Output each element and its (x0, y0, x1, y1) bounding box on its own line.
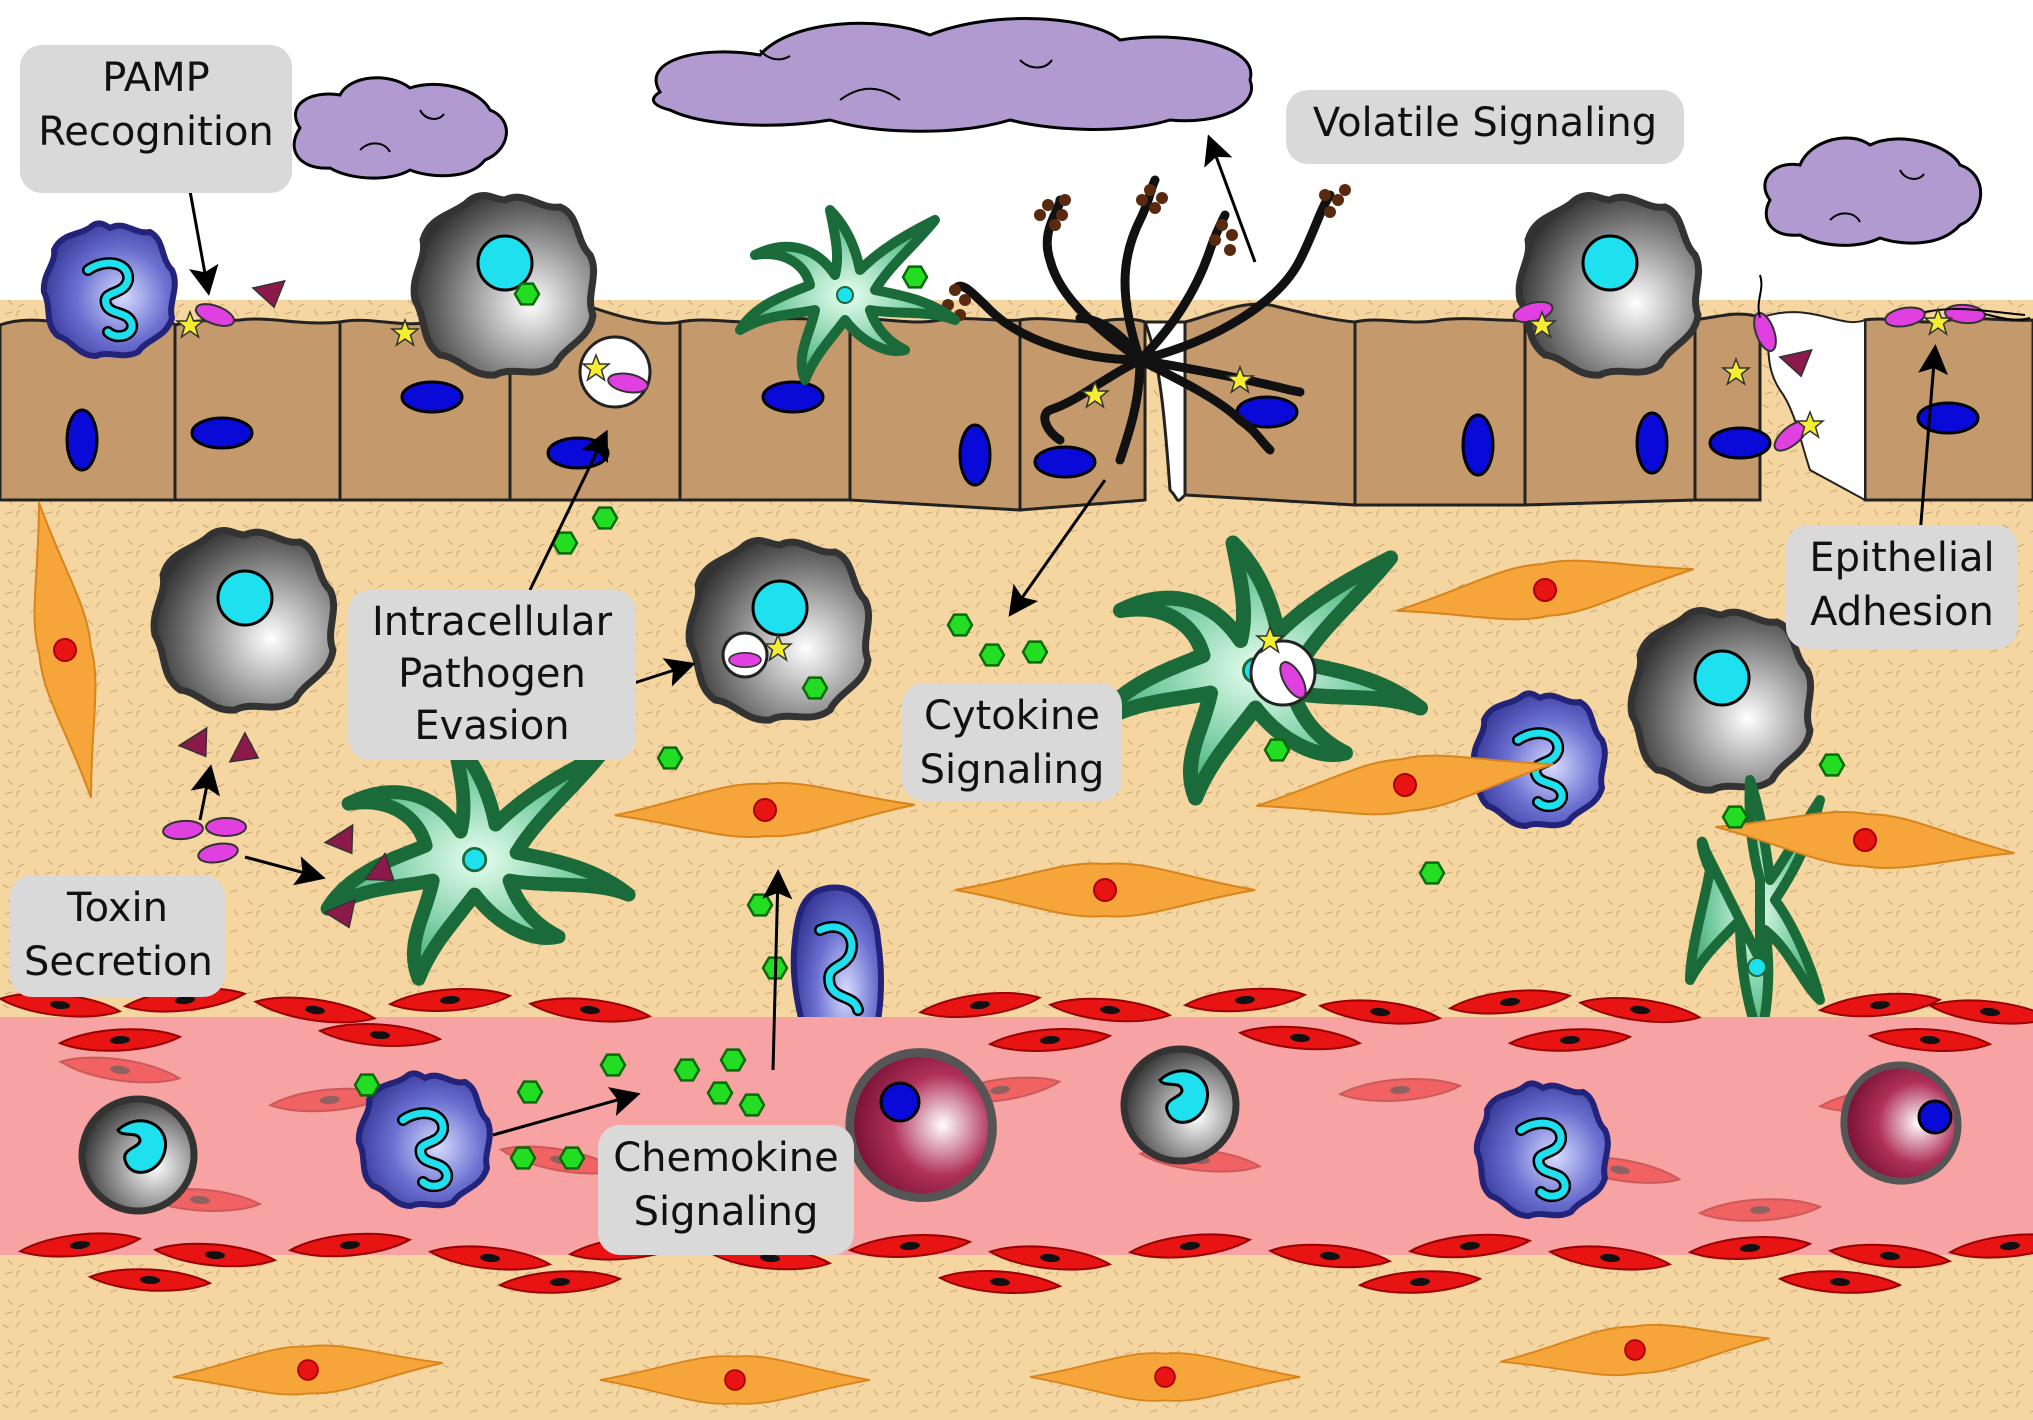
label-line: Signaling (919, 747, 1105, 793)
label-line: Secretion (24, 939, 213, 985)
label-line: Epithelial (1809, 535, 1995, 581)
dendritic-cell-tissue-2 (1098, 543, 1421, 798)
label-line: PAMP (102, 55, 210, 101)
macrophage-surface-1 (414, 196, 594, 376)
label-line: Toxin (66, 885, 168, 931)
label-epithelial-adhesion: Epithelial Adhesion (1786, 525, 2018, 649)
phagosome-macrophage (721, 631, 792, 679)
volatile-cloud-large (652, 17, 1253, 133)
label-line: Adhesion (1810, 589, 1994, 635)
label-line: Evasion (414, 703, 570, 749)
label-line: Signaling (633, 1189, 819, 1235)
blood-vessel (0, 1017, 2033, 1255)
label-line: Pathogen (398, 651, 586, 697)
label-toxin-secretion: Toxin Secretion (10, 875, 225, 997)
volatile-cloud-left (292, 76, 508, 180)
fungal-spores (942, 184, 1351, 321)
neutrophil-vessel-1 (359, 1073, 490, 1206)
label-line: Intracellular (371, 599, 613, 645)
label-pamp-recognition: PAMP Recognition (20, 45, 292, 193)
label-volatile-signaling: Volatile Signaling (1286, 90, 1684, 164)
monocyte-vessel-1 (78, 1095, 198, 1215)
phagosome-epithelial (578, 335, 652, 409)
label-chemokine-signaling: Chemokine Signaling (598, 1125, 854, 1255)
pathogen-flagellum (1757, 274, 2031, 321)
monocyte-vessel-2 (1120, 1045, 1240, 1165)
neutrophil-surface (44, 223, 175, 356)
red-blood-cell-1 (850, 1053, 993, 1198)
macrophage-tissue-2 (689, 541, 869, 721)
label-line: Volatile Signaling (1312, 100, 1658, 146)
volatile-cloud-right (1763, 136, 1983, 247)
macrophage-tissue-3 (1631, 611, 1811, 791)
macrophage-tissue-1 (154, 531, 334, 711)
label-line: Cytokine (924, 693, 1100, 739)
label-cytokine-signaling: Cytokine Signaling (902, 683, 1122, 801)
label-line: Recognition (38, 109, 274, 155)
macrophage-surface-2 (1519, 196, 1699, 376)
neutrophil-vessel-2 (1477, 1083, 1608, 1216)
label-line: Chemokine (613, 1135, 839, 1181)
label-intracellular-pathogen-evasion: Intracellular Pathogen Evasion (348, 590, 636, 760)
red-blood-cell-2 (1844, 1065, 1958, 1181)
arrows (186, 134, 1949, 1137)
epithelial-layer (0, 302, 2033, 512)
